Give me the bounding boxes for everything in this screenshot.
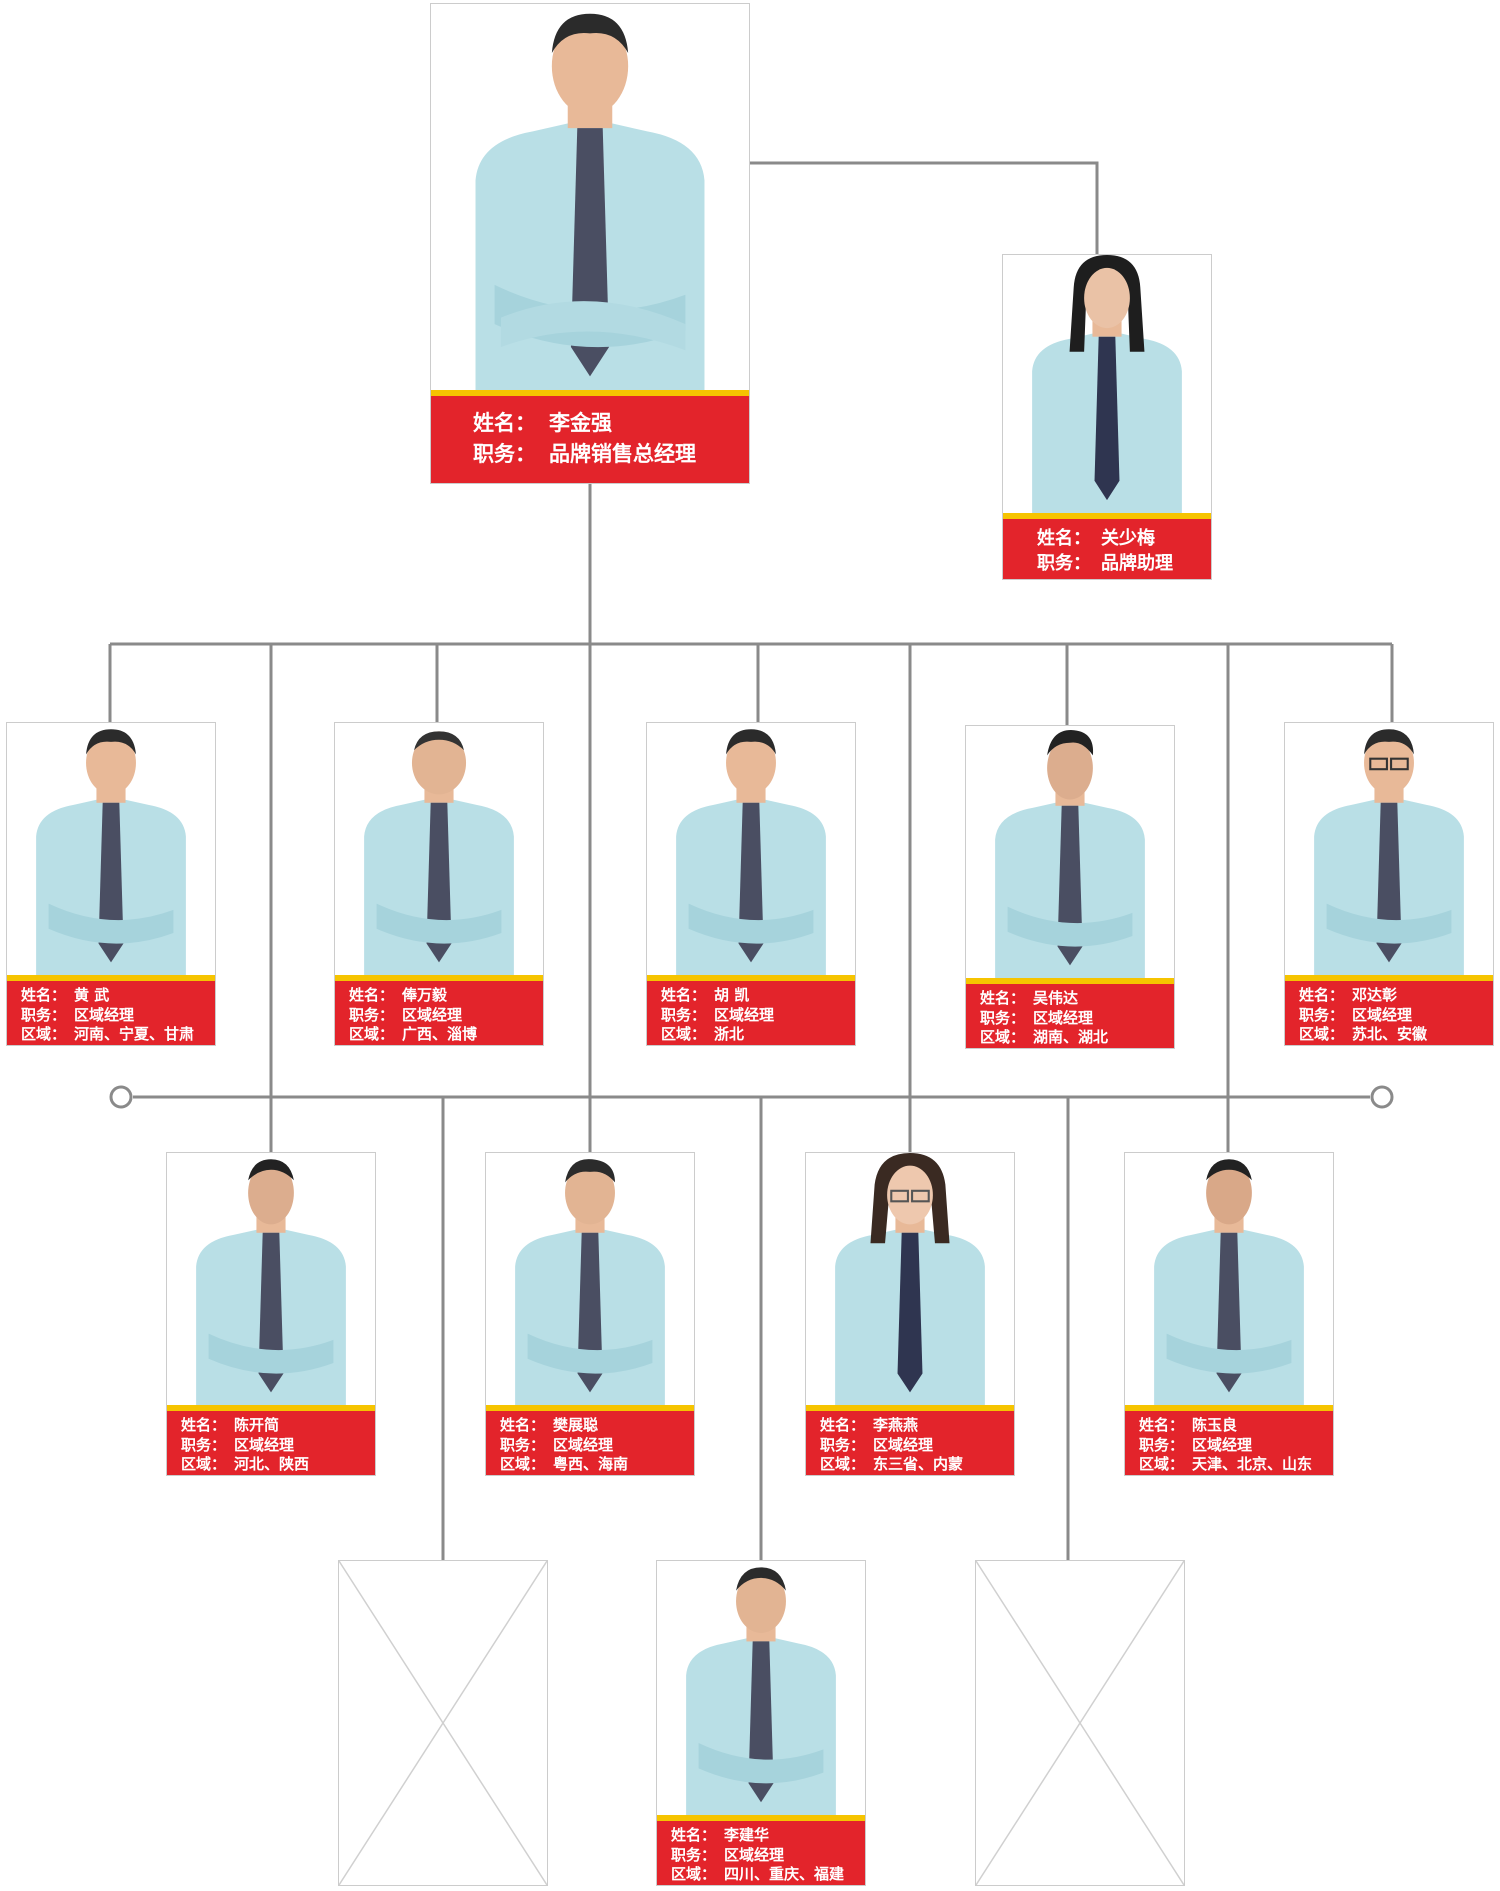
card-manager[interactable]: 姓名：邓达彰 职务：区域经理 区域：苏北、安徽 — [1284, 722, 1494, 1046]
person-title: 区域经理 — [1352, 1005, 1413, 1024]
person-title: 区域经理 — [724, 1845, 785, 1864]
info-banner: 姓名：俸万毅 职务：区域经理 区域：广西、淄博 — [335, 975, 543, 1045]
person-portrait-icon — [966, 726, 1174, 978]
person-portrait-icon — [1285, 723, 1493, 975]
person-region: 广西、淄博 — [402, 1025, 478, 1043]
person-portrait-icon — [1003, 255, 1211, 513]
person-region: 东三省、内蒙 — [873, 1455, 964, 1473]
person-region: 河南、宁夏、甘肃 — [74, 1025, 195, 1043]
info-banner: 姓名：陈玉良 职务：区域经理 区域：天津、北京、山东 — [1125, 1405, 1333, 1475]
person-portrait-icon — [647, 723, 855, 975]
person-name: 俸万毅 — [402, 986, 448, 1004]
info-banner: 姓名：黄 武 职务：区域经理 区域：河南、宁夏、甘肃 — [7, 975, 215, 1045]
connector-director-assistant — [746, 161, 1099, 254]
person-region: 浙北 — [714, 1025, 745, 1043]
card-assistant[interactable]: 姓名：关少梅 职务：品牌助理 — [1002, 254, 1212, 580]
person-title: 品牌销售总经理 — [549, 442, 696, 466]
person-name: 邓达彰 — [1352, 986, 1398, 1004]
person-name: 胡 凯 — [714, 986, 750, 1004]
person-title: 区域经理 — [714, 1005, 775, 1024]
card-manager[interactable]: 姓名：樊展聪 职务：区域经理 区域：粤西、海南 — [485, 1152, 695, 1476]
info-banner: 姓名：邓达彰 职务：区域经理 区域：苏北、安徽 — [1285, 975, 1493, 1045]
card-manager[interactable]: 姓名：陈玉良 职务：区域经理 区域：天津、北京、山东 — [1124, 1152, 1334, 1476]
person-name: 樊展聪 — [553, 1416, 599, 1434]
person-title: 区域经理 — [402, 1005, 463, 1024]
bus-end-right — [1370, 1085, 1394, 1109]
card-manager[interactable]: 姓名：陈开简 职务：区域经理 区域：河北、陕西 — [166, 1152, 376, 1476]
person-region: 河北、陕西 — [234, 1455, 310, 1473]
person-name: 李金强 — [549, 411, 612, 435]
bus-end-left — [109, 1085, 133, 1109]
person-name: 黄 武 — [74, 986, 110, 1004]
person-name: 李建华 — [724, 1826, 770, 1844]
info-banner: 姓名：李建华 职务：区域经理 区域：四川、重庆、福建 — [657, 1815, 865, 1885]
person-name: 陈开简 — [234, 1416, 280, 1434]
person-title: 区域经理 — [74, 1005, 135, 1024]
person-portrait-icon — [7, 723, 215, 975]
card-director[interactable]: 姓名：李金强 职务：品牌销售总经理 — [430, 3, 750, 484]
person-region: 四川、重庆、福建 — [724, 1865, 845, 1883]
info-banner: 姓名：李燕燕 职务：区域经理 区域：东三省、内蒙 — [806, 1405, 1014, 1475]
card-manager[interactable]: 姓名：黄 武 职务：区域经理 区域：河南、宁夏、甘肃 — [6, 722, 216, 1046]
person-title: 区域经理 — [1033, 1008, 1094, 1027]
info-banner: 姓名：吴伟达 职务：区域经理 区域：湖南、湖北 — [966, 978, 1174, 1048]
person-name: 李燕燕 — [873, 1416, 919, 1434]
person-portrait-icon — [335, 723, 543, 975]
person-title: 区域经理 — [553, 1435, 614, 1454]
info-banner: 姓名：胡 凯 职务：区域经理 区域：浙北 — [647, 975, 855, 1045]
card-manager[interactable]: 姓名：俸万毅 职务：区域经理 区域：广西、淄博 — [334, 722, 544, 1046]
empty-photo-placeholder-icon — [338, 1560, 548, 1886]
person-name: 吴伟达 — [1033, 989, 1079, 1007]
person-portrait-icon — [431, 4, 749, 396]
card-manager[interactable]: 姓名：李建华 职务：区域经理 区域：四川、重庆、福建 — [656, 1560, 866, 1886]
person-portrait-icon — [167, 1153, 375, 1405]
info-banner: 姓名：李金强 职务：品牌销售总经理 — [431, 390, 749, 483]
person-portrait-icon — [1125, 1153, 1333, 1405]
card-manager[interactable]: 姓名：胡 凯 职务：区域经理 区域：浙北 — [646, 722, 856, 1046]
card-manager[interactable]: 姓名：吴伟达 职务：区域经理 区域：湖南、湖北 — [965, 725, 1175, 1049]
person-region: 湖南、湖北 — [1033, 1028, 1109, 1046]
person-region: 天津、北京、山东 — [1192, 1455, 1313, 1473]
card-manager[interactable]: 姓名：李燕燕 职务：区域经理 区域：东三省、内蒙 — [805, 1152, 1015, 1476]
person-title: 区域经理 — [873, 1435, 934, 1454]
person-portrait-icon — [657, 1561, 865, 1815]
person-region: 苏北、安徽 — [1352, 1025, 1428, 1043]
person-name: 关少梅 — [1101, 528, 1155, 549]
info-banner: 姓名：陈开简 职务：区域经理 区域：河北、陕西 — [167, 1405, 375, 1475]
person-portrait-icon — [806, 1153, 1014, 1405]
person-name: 陈玉良 — [1192, 1416, 1238, 1434]
empty-photo-placeholder-icon — [975, 1560, 1185, 1886]
info-banner: 姓名：关少梅 职务：品牌助理 — [1003, 513, 1211, 579]
person-title: 区域经理 — [234, 1435, 295, 1454]
info-banner: 姓名：樊展聪 职务：区域经理 区域：粤西、海南 — [486, 1405, 694, 1475]
person-portrait-icon — [486, 1153, 694, 1405]
person-title: 品牌助理 — [1101, 553, 1173, 574]
person-title: 区域经理 — [1192, 1435, 1253, 1454]
person-region: 粤西、海南 — [553, 1455, 629, 1473]
